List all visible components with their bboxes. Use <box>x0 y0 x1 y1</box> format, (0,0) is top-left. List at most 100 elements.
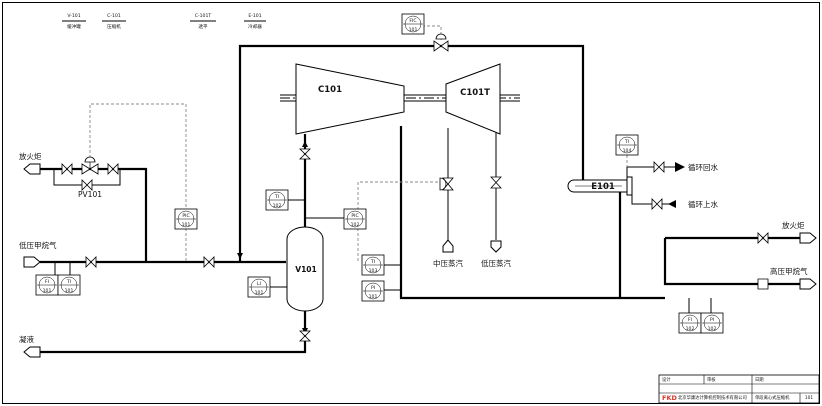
instrument-type: TI <box>624 139 629 145</box>
instrument-type: FI <box>688 317 692 323</box>
instrument-number: 103 <box>369 268 378 274</box>
steam-lines <box>447 128 497 240</box>
instrument-fic101[interactable]: FIC 101 <box>401 13 425 35</box>
instrument-ti101[interactable]: TI 101 <box>57 274 81 296</box>
instrument-type: PIC <box>351 213 358 219</box>
flow-arrow-icon <box>302 141 308 147</box>
instrument-type: LI <box>257 281 261 287</box>
instrument-number: 101 <box>65 288 74 294</box>
arrow-out-icon <box>799 232 817 244</box>
instrument-number: 101 <box>369 294 378 300</box>
instrument-fi101[interactable]: FI 101 <box>35 274 59 296</box>
instrument-type: PI <box>371 285 375 291</box>
instrument-number: 101 <box>409 27 418 33</box>
valve-icon[interactable] <box>81 179 93 191</box>
compressor-c101[interactable]: C101 <box>295 63 405 135</box>
legend-desc: 透平 <box>198 23 208 30</box>
instrument-number: 104 <box>623 148 632 154</box>
cooling-water-lines <box>626 166 675 205</box>
arrow-up-icon <box>442 239 454 253</box>
instrument-type: PIC <box>182 213 189 219</box>
legend-desc: 压缩机 <box>107 23 121 30</box>
valves <box>61 33 769 342</box>
arrow-right-icon <box>675 162 685 172</box>
flow-arrow-icon <box>237 253 243 259</box>
cooler-label: E101 <box>591 182 615 192</box>
valve-icon[interactable] <box>653 161 665 173</box>
vessel-v101[interactable]: V101 <box>286 226 324 312</box>
instrument-number: 101 <box>255 290 264 296</box>
compressor-label: C101 <box>318 85 342 95</box>
control-valve-pv101[interactable] <box>81 156 99 175</box>
vessel-label: V101 <box>295 265 316 274</box>
arrow-in-icon <box>23 256 41 268</box>
legend-tag: C-101 <box>107 13 121 19</box>
title-header-cell: 设计 <box>662 376 671 383</box>
instrument-number: 102 <box>686 326 695 332</box>
instrument-ti104[interactable]: TI 104 <box>615 134 639 156</box>
drawing-title: 单段离心式压缩机 <box>755 394 790 401</box>
stream-label-hp-methane-out: 高压甲烷气 <box>770 266 808 276</box>
company-name: 北京华康达计算机控制技术有限公司 <box>678 394 747 401</box>
valve-icon[interactable] <box>61 163 73 175</box>
stream-label-mp-steam: 中压蒸汽 <box>433 258 463 268</box>
company-logo: FKD <box>662 394 677 402</box>
instrument-pi101[interactable]: PI 101 <box>361 280 385 302</box>
instrument-type: TI <box>370 259 375 265</box>
instrument-number: 102 <box>351 222 360 228</box>
stream-arrows <box>23 141 817 358</box>
legend-tag: E-101 <box>248 13 261 19</box>
instrument-fi102[interactable]: FI 102 <box>678 312 702 334</box>
instrument-number: 101 <box>43 288 52 294</box>
turbine-c101t[interactable]: C101T <box>445 63 501 135</box>
stream-label-lp-methane-in: 低压甲烷气 <box>19 240 57 250</box>
equipment-legend: V-101 缓冲罐 C-101 压缩机 C-101T 透平 E-101 冷却器 <box>62 13 266 30</box>
legend-tag: C-101T <box>195 13 212 19</box>
arrow-left-icon <box>23 163 41 175</box>
instrument-number: 102 <box>273 203 282 209</box>
valve-icon[interactable] <box>299 148 311 160</box>
process-lines <box>40 44 800 354</box>
instrument-li101[interactable]: LI 101 <box>247 276 271 298</box>
valve-icon[interactable] <box>85 256 97 268</box>
legend-tag: V-101 <box>67 13 80 19</box>
valve-icon[interactable] <box>757 278 769 290</box>
control-valve-recycle[interactable] <box>433 33 449 52</box>
legend-desc: 缓冲罐 <box>67 23 81 30</box>
control-valve-steam[interactable] <box>439 177 454 191</box>
legend-desc: 冷却器 <box>248 23 262 30</box>
stream-labels: 放火炬 低压甲烷气 凝液 中压蒸汽 低压蒸汽 循环回水 循环上水 放火炬 高压甲… <box>19 151 808 344</box>
valve-icon[interactable] <box>107 163 119 175</box>
signal-lines <box>89 25 628 262</box>
valve-icon[interactable] <box>299 330 311 342</box>
valve-icon[interactable] <box>490 176 502 189</box>
instrument-pi102[interactable]: PI 102 <box>700 312 724 334</box>
instrument-type: TI <box>66 279 71 285</box>
pv101-label: PV101 <box>78 190 102 199</box>
stream-label-flare-left: 放火炬 <box>19 151 42 161</box>
drawing-number: 101 <box>805 395 813 401</box>
stream-label-lp-steam: 低压蒸汽 <box>481 258 511 268</box>
instrument-pic101[interactable]: PIC 101 <box>174 208 198 230</box>
stream-label-cw-supply: 循环上水 <box>688 199 718 209</box>
arrow-down-icon <box>490 240 502 253</box>
arrow-left-icon <box>23 346 41 358</box>
title-block: 设计 审核 日期 FKD 北京华康达计算机控制技术有限公司 单段离心式压缩机 1… <box>658 374 820 404</box>
instrument-type: FIC <box>409 18 416 24</box>
instrument-type: PI <box>710 317 714 323</box>
arrow-left-icon <box>668 200 676 208</box>
cooler-e101[interactable]: E101 <box>567 176 633 196</box>
instrument-pic102[interactable]: PIC 102 <box>343 208 367 230</box>
instrument-type: TI <box>274 194 279 200</box>
valve-icon[interactable] <box>757 232 769 244</box>
turbine-label: C101T <box>460 88 490 98</box>
instrument-type: FI <box>45 279 49 285</box>
stream-label-condensate: 凝液 <box>19 334 34 344</box>
valve-icon[interactable] <box>651 198 663 210</box>
instrument-ti103[interactable]: TI 103 <box>361 254 385 276</box>
valve-icon[interactable] <box>203 256 215 268</box>
title-header-cell: 审核 <box>707 376 716 383</box>
stream-label-cw-return: 循环回水 <box>688 162 718 172</box>
instrument-ti102[interactable]: TI 102 <box>265 189 289 211</box>
